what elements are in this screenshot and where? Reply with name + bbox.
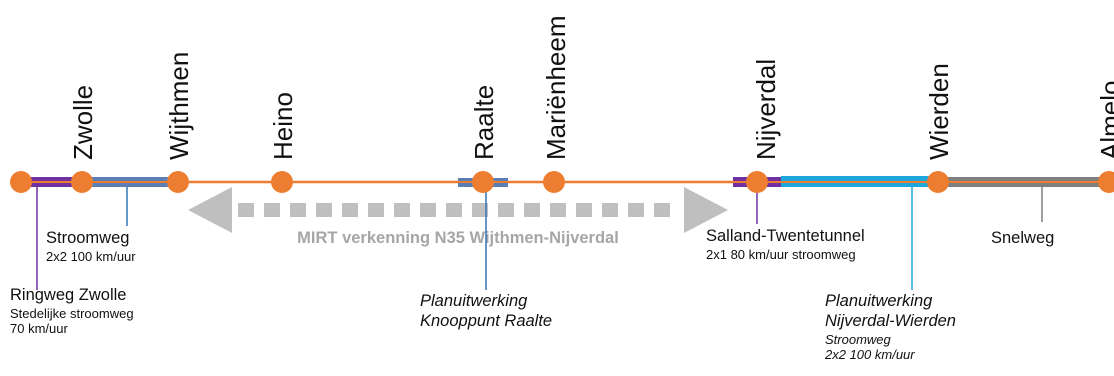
tunnel-title: Salland-Twentetunnel [706,227,865,245]
arrow-left-head [188,187,232,233]
station-dot-heino [271,171,293,193]
station-dot-wierden [927,171,949,193]
station-dot-raalte [472,171,494,193]
station-label-wierden: Wierden [924,63,954,160]
station-label-heino: Heino [268,92,298,160]
station-dots [10,171,1114,193]
arrow-dashes [238,203,670,217]
snelweg-title: Snelweg [991,229,1055,247]
stroomweg-title: Stroomweg [46,229,130,247]
raalte-line2: Knooppunt Raalte [420,311,553,330]
mirt-arrow: MIRT verkenning N35 Wijthmen-Nijverdal [188,187,728,247]
station-label-almelo: Almelo [1095,81,1114,160]
station-label-marienheem: Mariënheem [541,15,571,160]
tunnel-speed: 2x1 80 km/uur stroomweg [706,246,856,262]
station-dot [10,171,32,193]
stroomweg-speed: 2x2 100 km/uur [46,248,136,264]
annotation-salland-twentetunnel: Salland-Twentetunnel 2x1 80 km/uur stroo… [706,227,865,262]
annotation-knooppunt-raalte: Planuitwerking Knooppunt Raalte [420,292,552,332]
nw-line3: Stroomweg [825,331,891,347]
nw-line1: Planuitwerking [825,292,933,310]
annotation-stroomweg: Stroomweg 2x2 100 km/uur [46,229,136,264]
mirt-arrow-label: MIRT verkenning N35 Wijthmen-Nijverdal [297,229,619,247]
station-dot-marienheem [543,171,565,193]
station-dot-zwolle [71,171,93,193]
nw-line2: Nijverdal-Wierden [825,311,956,330]
nw-line4: 2x2 100 km/uur [825,347,915,363]
annotation-ringweg: Ringweg Zwolle Stedelijke stroomweg 70 k… [10,286,134,337]
station-dot-nijverdal [746,171,768,193]
ringweg-title: Ringweg Zwolle [10,286,127,304]
annotation-nijverdal-wierden: Planuitwerking Nijverdal-Wierden Stroomw… [825,292,956,363]
station-label-nijverdal: Nijverdal [751,59,781,160]
ringweg-speed: 70 km/uur [10,321,68,337]
station-dot-almelo [1098,171,1114,193]
annotation-snelweg: Snelweg [991,229,1054,249]
arrow-right-head [684,187,728,233]
station-dot-wijthmen [167,171,189,193]
ringweg-type: Stedelijke stroomweg [10,305,134,321]
raalte-line1: Planuitwerking [420,292,528,310]
station-label-zwolle: Zwolle [68,85,98,160]
station-label-raalte: Raalte [469,85,499,160]
station-label-wijthmen: Wijthmen [164,52,194,160]
